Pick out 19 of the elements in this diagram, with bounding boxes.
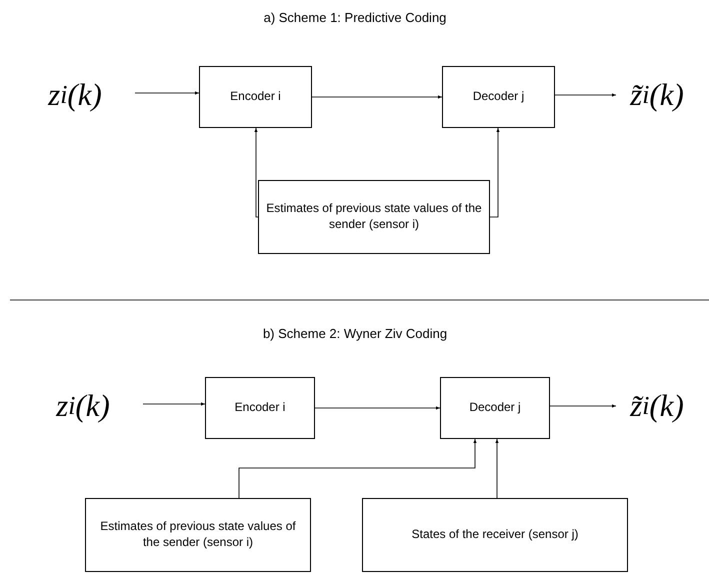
arrow [134, 91, 200, 95]
process-box: Estimates of previous state values of the sender (sensor i) [258, 180, 490, 254]
arrow [490, 128, 500, 218]
arrow [495, 438, 499, 498]
section-title: b) Scheme 2: Wyner Ziv Coding [262, 326, 448, 341]
arrow [554, 93, 616, 97]
process-box: Encoder i [199, 66, 312, 128]
arrow [314, 406, 440, 410]
process-box: Decoder j [440, 377, 550, 439]
arrow [142, 402, 206, 406]
arrow [312, 95, 442, 99]
arrow [550, 404, 616, 408]
process-box: Decoder j [442, 66, 555, 128]
process-box: Encoder i [205, 377, 315, 439]
arrow [254, 128, 258, 218]
process-box: Estimates of previous state values of the sender (sensor i) [85, 498, 311, 572]
section-title: a) Scheme 1: Predictive Coding [264, 10, 446, 25]
arrow [238, 438, 477, 498]
process-box: States of the receiver (sensor j) [362, 498, 628, 572]
